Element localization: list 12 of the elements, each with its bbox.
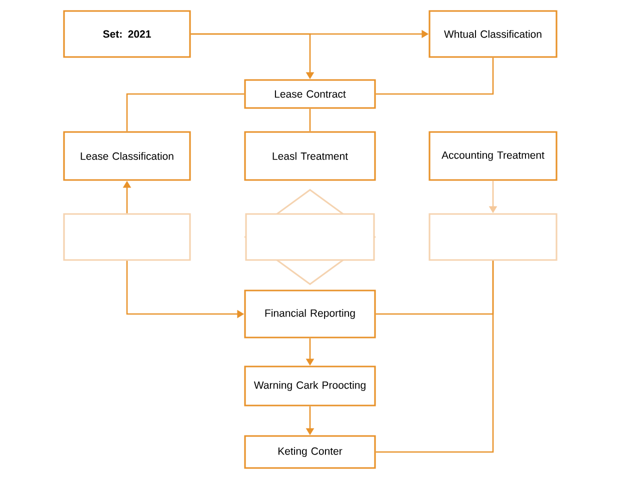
box: [63, 213, 191, 261]
process-box: Set: 2021: [63, 10, 191, 58]
process-box: Warning Cark Proocting: [244, 366, 376, 406]
process-box: Lease Classification: [63, 131, 191, 181]
process-box: Financial Reporting: [244, 290, 376, 338]
process-box: Whtual Classification: [428, 10, 558, 58]
box: [428, 213, 558, 261]
box: [245, 213, 375, 261]
process-box: Lease Contract: [244, 79, 376, 109]
process-box: Accounting Treatment: [428, 131, 558, 181]
process-box: Keting Conter: [244, 435, 376, 469]
process-box: Leasl Treatment: [244, 131, 376, 181]
